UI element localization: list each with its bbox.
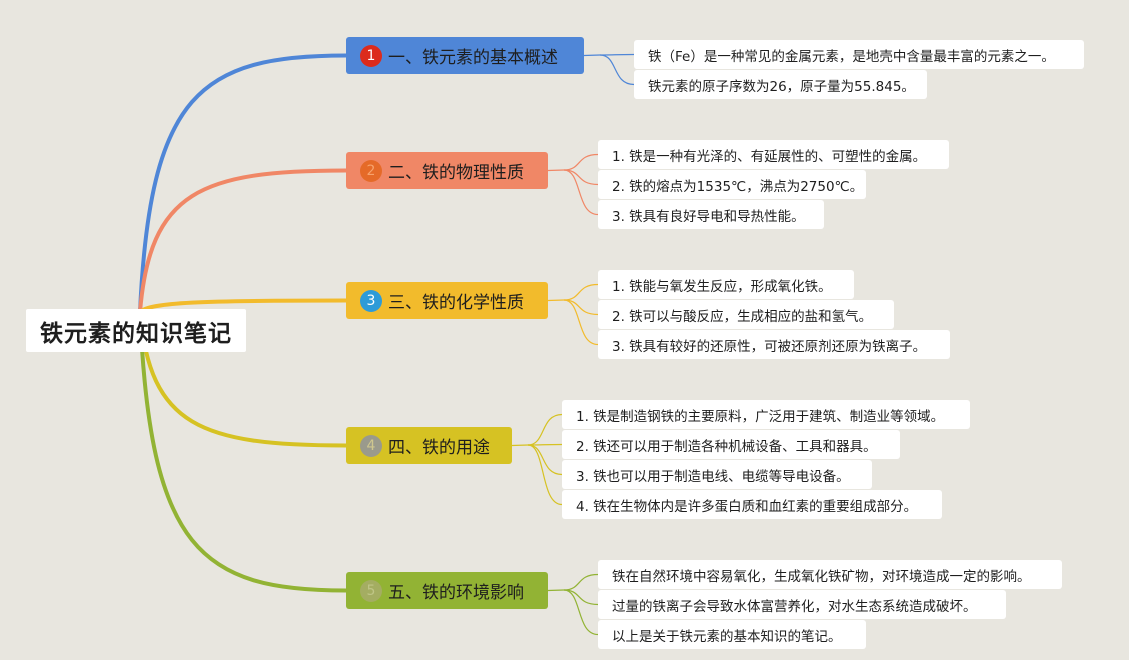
leaf-connector-line	[563, 283, 599, 301]
number-badge-icon: 3	[360, 289, 382, 312]
branch-connector-5	[138, 310, 348, 593]
leaf-connector-line	[599, 53, 635, 56]
root-node[interactable]: 铁元素的知识笔记	[26, 309, 246, 352]
number-badge-icon: 1	[360, 44, 382, 67]
root-title: 铁元素的知识笔记	[40, 320, 232, 347]
leaf-note[interactable]: 以上是关于铁元素的基本知识的笔记。	[598, 620, 866, 649]
number-badge-icon: 5	[360, 579, 382, 602]
branch-node-5[interactable]: 5 五、铁的环境影响	[346, 572, 548, 609]
leaf-note[interactable]: 3. 铁也可以用于制造电线、电缆等导电设备。	[562, 460, 872, 489]
branch-stub-line	[547, 169, 565, 172]
leaf-note[interactable]: 1. 铁是制造钢铁的主要原料，广泛用于建筑、制造业等领域。	[562, 400, 970, 429]
leaf-note[interactable]: 2. 铁的熔点为1535℃，沸点为2750℃。	[598, 170, 866, 199]
leaf-connector-line	[527, 443, 563, 446]
leaf-note[interactable]: 4. 铁在生物体内是许多蛋白质和血红素的重要组成部分。	[562, 490, 942, 519]
leaf-note[interactable]: 铁在自然环境中容易氧化，生成氧化铁矿物，对环境造成一定的影响。	[598, 560, 1062, 589]
leaf-note[interactable]: 铁（Fe）是一种常见的金属元素，是地壳中含量最丰富的元素之一。	[634, 40, 1084, 69]
leaf-connector-line	[563, 153, 599, 171]
branch-connector-3	[138, 298, 348, 314]
branch-title: 二、铁的物理性质	[388, 163, 524, 183]
leaf-connector-line	[563, 573, 599, 591]
branch-node-2[interactable]: 2 二、铁的物理性质	[346, 152, 548, 189]
number-badge-icon: 2	[360, 159, 382, 182]
leaf-note[interactable]: 3. 铁具有良好导电和导热性能。	[598, 200, 824, 229]
leaf-connector-line	[527, 444, 563, 476]
branch-title: 三、铁的化学性质	[388, 293, 524, 313]
leaf-connector-line	[563, 169, 599, 216]
branch-title: 四、铁的用途	[388, 438, 490, 458]
branch-node-4[interactable]: 4 四、铁的用途	[346, 427, 512, 464]
number-badge-icon: 4	[360, 434, 382, 457]
leaf-note[interactable]: 过量的铁离子会导致水体富营养化，对水生态系统造成破坏。	[598, 590, 1006, 619]
leaf-connector-line	[527, 413, 563, 446]
leaf-connector-line	[563, 589, 599, 636]
branch-stub-line	[511, 444, 529, 447]
branch-connector-2	[138, 168, 348, 314]
leaf-connector-line	[563, 299, 599, 346]
branch-stub-line	[547, 299, 565, 302]
leaf-note[interactable]: 2. 铁还可以用于制造各种机械设备、工具和器具。	[562, 430, 900, 459]
leaf-note[interactable]: 1. 铁是一种有光泽的、有延展性的、可塑性的金属。	[598, 140, 949, 169]
leaf-connector-line	[599, 54, 635, 86]
branch-connector-1	[138, 53, 348, 314]
leaf-note[interactable]: 铁元素的原子序数为26，原子量为55.845。	[634, 70, 927, 99]
branch-title: 五、铁的环境影响	[388, 583, 524, 603]
leaf-note[interactable]: 2. 铁可以与酸反应，生成相应的盐和氢气。	[598, 300, 894, 329]
branch-stub-line	[583, 54, 601, 57]
leaf-connector-line	[527, 444, 563, 506]
leaf-note[interactable]: 1. 铁能与氧发生反应，形成氧化铁。	[598, 270, 854, 299]
leaf-note[interactable]: 3. 铁具有较好的还原性，可被还原剂还原为铁离子。	[598, 330, 950, 359]
branch-node-1[interactable]: 1 一、铁元素的基本概述	[346, 37, 584, 74]
branch-stub-line	[547, 589, 565, 592]
branch-title: 一、铁元素的基本概述	[388, 48, 558, 68]
branch-node-3[interactable]: 3 三、铁的化学性质	[346, 282, 548, 319]
